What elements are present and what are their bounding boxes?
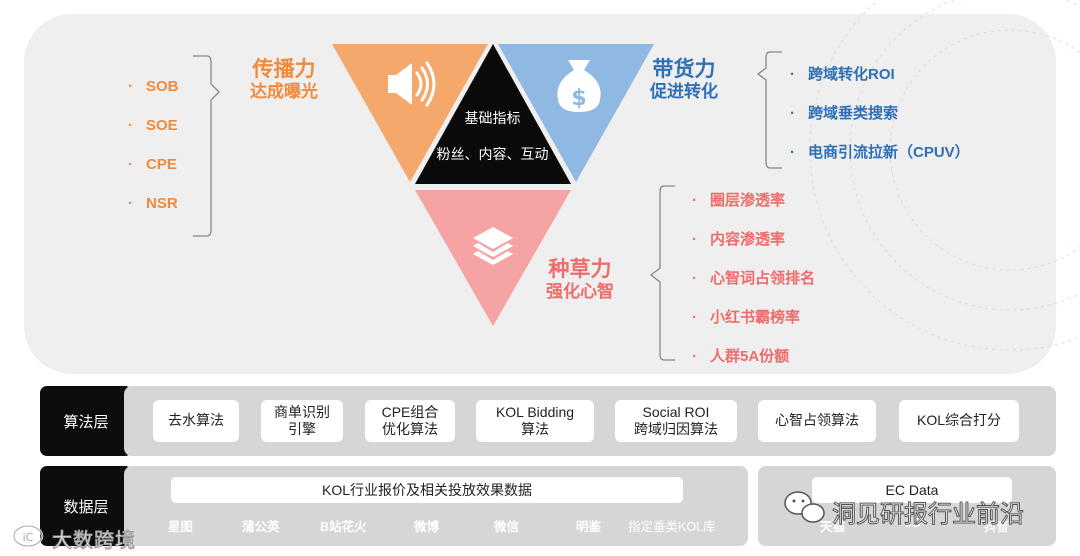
algo-item-7: KOL综合打分 [899,400,1019,442]
algo-item-2: 商单识别引擎 [261,400,343,442]
watermark-left: 大数跨境 [52,530,136,553]
ec-data-header: EC Data [812,477,1012,503]
right-title: 带货力 促进转化 [650,58,718,102]
watermark-right: 洞见研报行业前沿 [832,501,1025,529]
bottom-bracket [649,185,675,361]
right-item-1: ·跨域转化ROI [790,66,895,83]
left-triangle [332,44,488,182]
kol-source-3: B站花火 [320,520,367,534]
right-item-2: ·跨域垂类搜索 [790,105,899,122]
svg-text:iC: iC [23,531,34,544]
left-bracket [193,55,220,237]
kol-source-6: 明鉴 [576,520,602,534]
weibo-icon: iC [12,524,44,548]
center-triangle [415,44,571,184]
left-item-1: ·SOB [128,78,179,95]
ec-source-1: 天猫 [820,520,846,534]
center-line2: 粉丝、内容、互动 [436,146,549,162]
data-layer-label: 数据层 [40,466,132,546]
ec-source-2: JD [905,516,921,530]
speaker-icon [388,61,436,107]
left-item-2: ·SOE [128,117,178,134]
kol-source-4: 微博 [414,520,440,534]
algo-layer-label: 算法层 [40,386,132,456]
money-bag-icon: $ [557,60,601,112]
center-line1: 基础指标 [464,110,521,126]
left-title: 传播力 达成曝光 [250,58,318,102]
left-item-3: ·CPE [128,156,177,173]
bottom-item-4: ·小红书霸榜率 [692,309,801,326]
right-bracket [756,51,782,169]
bottom-item-2: ·内容渗透率 [692,231,786,248]
algo-item-3: CPE组合优化算法 [365,400,455,442]
right-item-3: ·电商引流拉新（CPUV） [790,144,970,161]
kol-source-1: 星图 [168,520,194,534]
bottom-item-5: ·人群5A份额 [692,348,790,365]
kol-source-7: 指定垂类KOL库 [628,520,716,534]
right-triangle [498,44,654,182]
algo-item-1: 去水算法 [153,400,239,442]
kol-source-2: 蒲公英 [242,520,280,534]
layers-icon [473,227,513,265]
kol-source-5: 微信 [494,520,520,534]
ec-source-3: 抖音 [984,520,1010,534]
bottom-item-3: ·心智词占领排名 [692,270,816,287]
bottom-item-1: ·圈层渗透率 [692,192,786,209]
kol-data-header: KOL行业报价及相关投放效果数据 [171,477,683,503]
algo-item-6: 心智占领算法 [758,400,876,442]
bottom-triangle [415,190,571,326]
left-item-4: ·NSR [128,195,178,212]
svg-text:$: $ [571,86,586,111]
wechat-icon [784,491,825,523]
bottom-title: 种草力 强化心智 [546,258,614,302]
